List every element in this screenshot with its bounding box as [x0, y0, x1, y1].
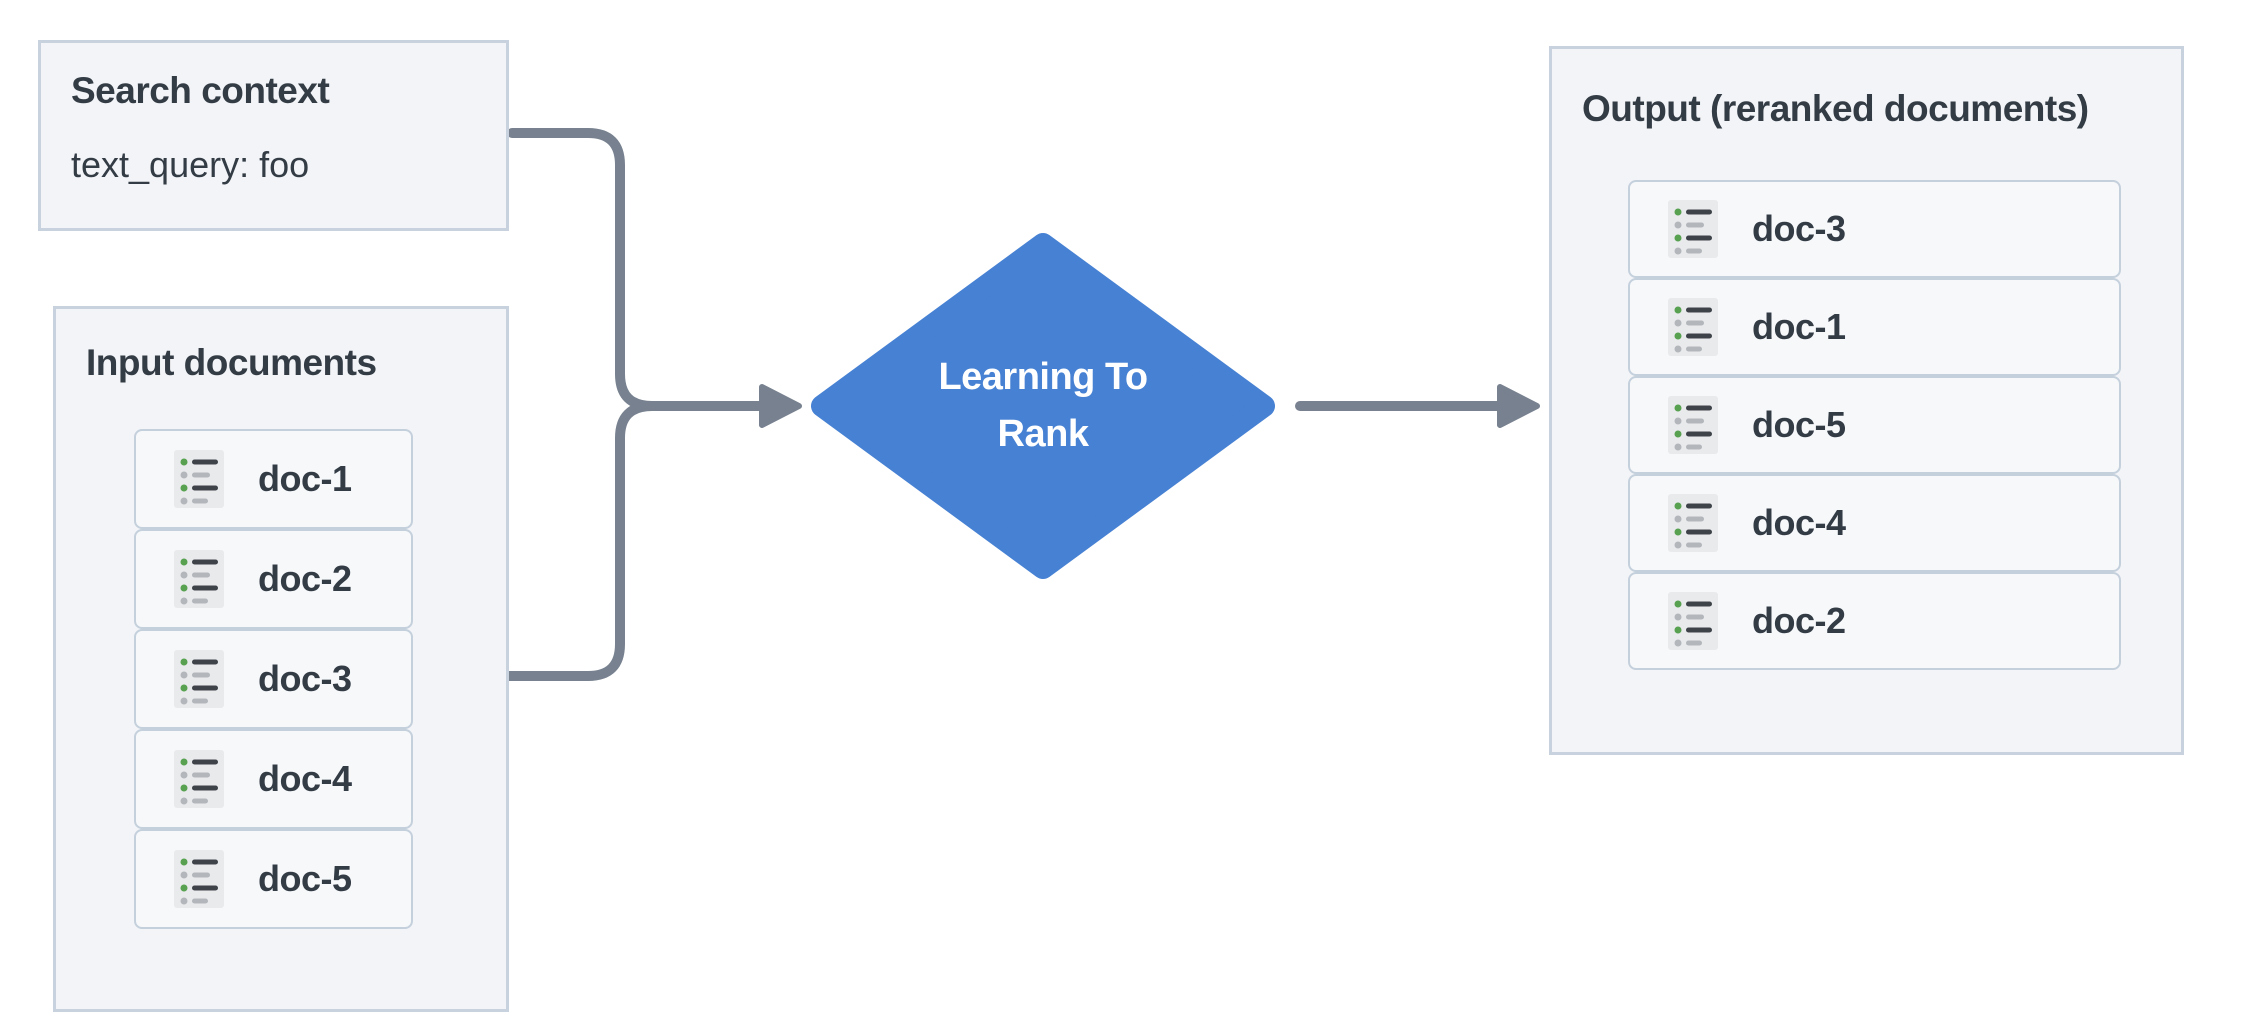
- input-documents-title: Input documents: [86, 342, 377, 383]
- list-icon: [174, 850, 224, 908]
- list-icon: [174, 450, 224, 508]
- doc-card: doc-2: [1628, 572, 2121, 670]
- list-icon: [174, 650, 224, 708]
- list-icon: [1668, 396, 1718, 454]
- search-context-title: Search context: [71, 70, 330, 111]
- doc-label: doc-3: [258, 658, 352, 699]
- list-icon: [1668, 298, 1718, 356]
- doc-card: doc-5: [1628, 376, 2121, 474]
- doc-label: doc-5: [258, 858, 352, 899]
- diamond-shape: [811, 233, 1275, 579]
- learning-to-rank-node: Learning To Rank: [810, 232, 1276, 580]
- output-title: Output (reranked documents): [1582, 88, 2089, 129]
- doc-label: doc-2: [1752, 600, 1846, 641]
- connector-input-to-junction: [499, 401, 657, 681]
- ltr-label-line1: Learning To: [938, 356, 1148, 398]
- arrowhead-left: [759, 384, 802, 428]
- list-icon: [1668, 592, 1718, 650]
- search-context-query: text_query: foo: [71, 144, 310, 186]
- output-doc-list: doc-3 doc-1: [1628, 180, 2121, 670]
- doc-label: doc-3: [1752, 208, 1846, 249]
- ltr-label-line2: Rank: [997, 413, 1089, 455]
- search-context-box: Search context text_query: foo: [38, 40, 509, 231]
- list-icon: [1668, 200, 1718, 258]
- doc-label: doc-4: [1752, 502, 1846, 543]
- learning-to-rank-label: Learning To Rank: [810, 232, 1276, 580]
- doc-card: doc-4: [134, 729, 413, 829]
- doc-card: doc-3: [1628, 180, 2121, 278]
- doc-card: doc-4: [1628, 474, 2121, 572]
- doc-label: doc-5: [1752, 404, 1846, 445]
- arrowhead-right: [1497, 384, 1540, 428]
- doc-card: doc-2: [134, 529, 413, 629]
- list-icon: [1668, 494, 1718, 552]
- list-icon: [174, 550, 224, 608]
- doc-label: doc-4: [258, 758, 352, 799]
- doc-card: doc-3: [134, 629, 413, 729]
- connector-search-to-junction: [507, 128, 657, 411]
- doc-card: doc-1: [1628, 278, 2121, 376]
- doc-card: doc-1: [134, 429, 413, 529]
- doc-label: doc-1: [1752, 306, 1846, 347]
- doc-label: doc-2: [258, 558, 352, 599]
- list-icon: [174, 750, 224, 808]
- doc-card: doc-5: [134, 829, 413, 929]
- doc-label: doc-1: [258, 458, 352, 499]
- input-doc-list: doc-1 doc-2: [134, 429, 413, 929]
